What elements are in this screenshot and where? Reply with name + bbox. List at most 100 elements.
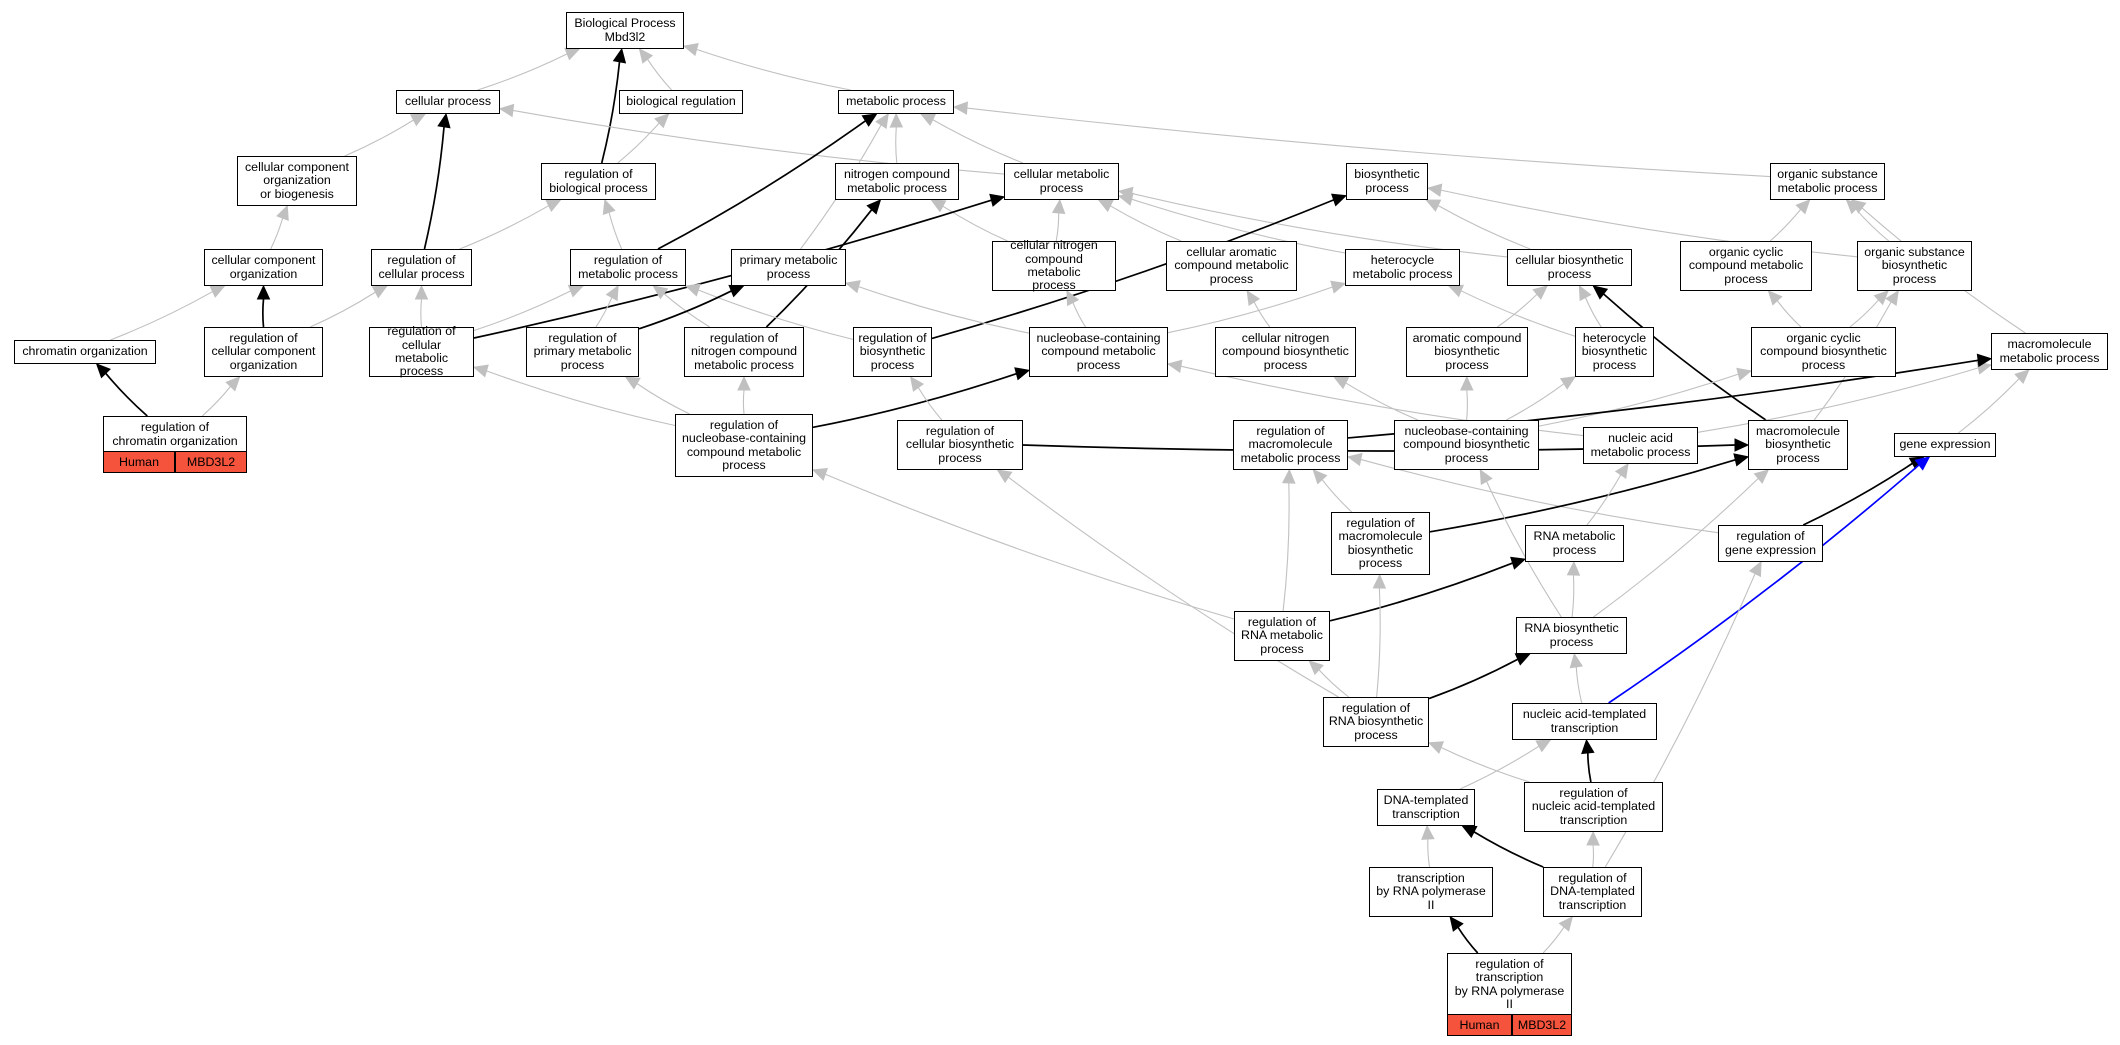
go-term-rbp[interactable]: regulation of biological process <box>541 163 656 200</box>
go-term-cp[interactable]: cellular process <box>396 90 500 114</box>
go-term-hmp[interactable]: heterocycle metabolic process <box>1345 249 1460 286</box>
go-term-pmp[interactable]: primary metabolic process <box>731 249 846 286</box>
go-term-cncmp[interactable]: cellular nitrogen compound metabolic pro… <box>992 238 1116 292</box>
go-term-rbsp2[interactable]: RNA biosynthetic process <box>1516 617 1627 654</box>
go-term-cco[interactable]: cellular component organization <box>204 249 323 286</box>
go-term-hbp[interactable]: heterocycle biosynthetic process <box>1575 327 1654 377</box>
go-term-nbcbp[interactable]: nucleobase-containing compound biosynthe… <box>1394 420 1539 470</box>
go-term-rnbcmp[interactable]: regulation of nucleobase-containing comp… <box>675 414 813 477</box>
go-term-namp[interactable]: nucleic acid metabolic process <box>1583 427 1698 464</box>
edge-line <box>310 291 376 328</box>
go-term-osmp[interactable]: organic substance metabolic process <box>1770 163 1885 200</box>
go-term-rncmp[interactable]: regulation of nitrogen compound metaboli… <box>684 327 804 377</box>
edge-arrowhead <box>930 199 947 213</box>
edge-line <box>1603 293 1767 421</box>
edge-arrowhead <box>567 284 584 298</box>
go-term-cncbp[interactable]: cellular nitrogen compound biosynthetic … <box>1215 327 1356 377</box>
go-term-rrmp[interactable]: regulation of RNA metabolic process <box>1234 611 1330 661</box>
edge-arrowhead <box>919 113 937 126</box>
go-term-bp[interactable]: Biological Process Mbd3l2 <box>566 12 684 49</box>
go-term-trp[interactable]: transcription by RNA polymerase II <box>1369 867 1493 917</box>
go-term-rbsp[interactable]: regulation of biosynthetic process <box>853 327 932 377</box>
edge-arrowhead <box>652 285 669 300</box>
go-term-dt[interactable]: DNA-templated transcription <box>1377 789 1475 826</box>
edge-rpmp-to-rmp <box>595 284 619 328</box>
edge-rcco-to-rcp <box>310 285 388 328</box>
go-term-rmbp[interactable]: regulation of macromolecule biosynthetic… <box>1331 512 1430 575</box>
go-term-occmp[interactable]: organic cyclic compound metabolic proces… <box>1680 241 1812 291</box>
go-term-rcbp[interactable]: regulation of cellular biosynthetic proc… <box>897 420 1023 470</box>
go-term-bsp[interactable]: biosynthetic process <box>1346 163 1428 200</box>
edge-arrowhead <box>1461 825 1478 839</box>
go-term-acbp[interactable]: aromatic compound biosynthetic process <box>1406 327 1528 377</box>
go-term-cbp[interactable]: cellular biosynthetic process <box>1507 249 1632 286</box>
go-term-rmp[interactable]: regulation of metabolic process <box>570 249 686 286</box>
edge-arrowhead <box>1558 916 1574 932</box>
edge-arrowhead <box>682 42 699 57</box>
edge-line <box>1697 367 1979 433</box>
edge-nat-to-rbsp2 <box>1569 652 1584 704</box>
edge-line <box>1584 297 1602 328</box>
go-term-nbcmp[interactable]: nucleobase-containing compound metabolic… <box>1029 327 1168 377</box>
go-term-rtrp[interactable]: regulation of transcription by RNA polym… <box>1447 953 1572 1016</box>
edge-line <box>105 372 148 417</box>
go-term-rge[interactable]: regulation of gene expression <box>1718 525 1823 562</box>
edge-arrowhead <box>737 375 751 391</box>
edge-arrowhead <box>861 113 878 127</box>
go-term-rdt[interactable]: regulation of DNA-templated transcriptio… <box>1543 867 1642 917</box>
go-term-mp[interactable]: metabolic process <box>838 90 954 114</box>
go-term-co[interactable]: chromatin organization <box>14 340 156 364</box>
edge-line <box>1457 926 1479 954</box>
edge-rmp-to-mp <box>657 113 878 250</box>
edge-rpmp-to-pmp <box>638 284 745 330</box>
go-term-cacmp[interactable]: cellular aromatic compound metabolic pro… <box>1166 241 1297 291</box>
go-term-cmp[interactable]: cellular metabolic process <box>1004 163 1119 200</box>
go-term-rcp[interactable]: regulation of cellular process <box>371 249 472 286</box>
edge-arrowhead <box>1733 453 1750 467</box>
edge-trp-to-dt <box>1421 824 1435 868</box>
edge-arrowhead <box>1425 199 1442 212</box>
go-term-mmp[interactable]: macromolecule metabolic process <box>1991 333 2108 370</box>
go-term-ncmp[interactable]: nitrogen compound metabolic process <box>835 163 959 200</box>
go-term-occbp[interactable]: organic cyclic compound biosynthetic pro… <box>1751 327 1896 377</box>
edge-line <box>812 372 1017 429</box>
edge-arrowhead <box>638 48 654 64</box>
edge-rnat-to-rrbp <box>1427 741 1530 783</box>
annotation-badge-b1: Human <box>103 451 175 473</box>
edge-nbcbp-to-cncbp <box>1333 376 1419 421</box>
edge-mp-to-bp <box>682 42 851 91</box>
go-term-osbp[interactable]: organic substance biosynthetic process <box>1857 241 1972 291</box>
go-term-rpmp[interactable]: regulation of primary metabolic process <box>526 327 639 377</box>
edge-arrowhead <box>2014 369 2030 385</box>
go-term-ccob[interactable]: cellular component organization or bioge… <box>237 156 357 206</box>
edge-arrowhead <box>989 193 1006 207</box>
edge-arrowhead <box>866 199 882 215</box>
go-term-rcmp[interactable]: regulation of cellular metabolic process <box>369 324 474 378</box>
edge-arrowhead <box>1753 469 1770 484</box>
edge-line <box>423 126 445 250</box>
go-term-breg[interactable]: biological regulation <box>619 90 743 114</box>
edge-arrowhead <box>1514 653 1531 666</box>
edge-arrowhead <box>472 364 489 378</box>
edge-rnat-to-nat <box>1581 738 1595 783</box>
edge-line <box>1506 383 1565 421</box>
edge-line <box>1855 208 1890 242</box>
edge-line <box>1776 300 1802 328</box>
go-term-rrbp[interactable]: regulation of RNA biosynthetic process <box>1323 697 1429 747</box>
edge-arrowhead <box>276 204 289 222</box>
go-term-mbp[interactable]: macromolecule biosynthetic process <box>1748 420 1848 470</box>
edge-line <box>1437 205 1531 250</box>
go-term-nat[interactable]: nucleic acid-templated transcription <box>1512 703 1657 740</box>
go-term-ge[interactable]: gene expression <box>1894 433 1996 457</box>
edge-arrowhead <box>602 198 616 215</box>
edge-line <box>617 122 660 164</box>
go-term-rco[interactable]: regulation of chromatin organization <box>103 416 247 453</box>
edge-rcco-to-cco <box>256 284 271 328</box>
go-term-rnat[interactable]: regulation of nucleic acid-templated tra… <box>1524 782 1663 832</box>
edge-nbcmp-to-pmp <box>844 280 1030 334</box>
go-term-rnamp[interactable]: RNA metabolic process <box>1525 525 1624 562</box>
edge-line <box>1593 477 1759 618</box>
go-term-rmmp[interactable]: regulation of macromolecule metabolic pr… <box>1233 420 1348 470</box>
edge-arrowhead <box>1532 285 1548 300</box>
go-term-rcco[interactable]: regulation of cellular component organiz… <box>204 327 323 377</box>
